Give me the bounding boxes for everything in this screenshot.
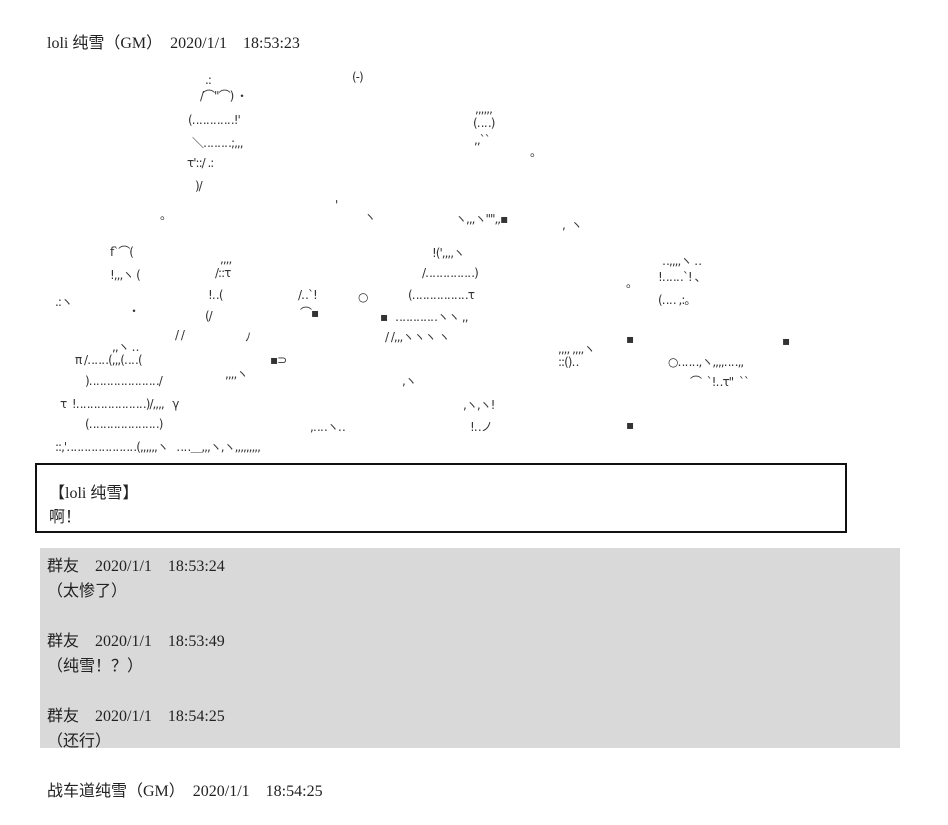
- art-fragment: /⌒"⌒) ・: [200, 89, 248, 103]
- art-fragment: ‥‥‥‥‥‥ヽヽ ,,: [395, 310, 469, 324]
- art-fragment: /‥‥‥‥‥‥‥): [422, 266, 479, 280]
- art-fragment: !,,,ヽ (: [110, 268, 141, 282]
- art-fragment: ,,,,ヽ: [225, 367, 248, 381]
- art-fragment: (‥‥ ,:。: [658, 293, 696, 307]
- art-fragment: ,,,,: [220, 252, 232, 266]
- art-fragment: ,,``: [474, 133, 491, 147]
- art-fragment: ::,'‥‥‥‥‥‥‥‥‥‥(,,,,,,ヽ ‥‥＿,,,ヽ,ヽ,,,,,,,,…: [55, 440, 261, 454]
- art-fragment: , ヽ: [562, 218, 582, 232]
- speaker-name: 【loli 纯雪】: [49, 485, 139, 502]
- post-header: loli 纯雪（GM） 2020/1/1 18:53:23: [47, 35, 300, 52]
- art-fragment: ヽ,,,ヽ"",,▪: [455, 212, 508, 226]
- art-fragment: ○: [358, 290, 369, 304]
- art-fragment: )‥‥‥‥‥‥‥‥‥‥/: [85, 374, 163, 388]
- art-fragment: 。: [160, 208, 172, 222]
- art-fragment: ,ヽ: [402, 374, 417, 388]
- comment-block: 群友 2020/1/1 18:53:24 （太惨了） 群友 2020/1/1 1…: [40, 548, 900, 750]
- speech-text: 啊！: [49, 509, 82, 526]
- art-fragment: .:: [205, 73, 212, 87]
- art-fragment: !‥ノ: [470, 420, 493, 434]
- art-fragment: ⌒▪: [300, 306, 319, 320]
- comment-text: （太惨了）: [47, 583, 128, 600]
- art-fragment: ,‥‥ヽ‥: [310, 420, 346, 434]
- art-fragment: ▪: [380, 310, 388, 324]
- comment-header: 群友 2020/1/1 18:53:24: [47, 558, 225, 575]
- art-fragment: f`⌒(: [110, 245, 134, 259]
- art-fragment: 。: [530, 145, 542, 159]
- art-fragment: τ !‥‥‥‥‥‥‥‥‥‥)/,,,, γ: [60, 397, 179, 411]
- art-fragment: ﾉ: [245, 330, 251, 344]
- art-fragment: 。: [626, 276, 638, 290]
- comment-header: 群友 2020/1/1 18:54:25: [47, 708, 225, 725]
- comment-text: （还行）: [47, 733, 112, 750]
- art-fragment: τ'::/ .:: [187, 156, 214, 170]
- art-fragment: ,,,, ,,,,ヽ: [558, 342, 595, 356]
- art-fragment: (‥‥‥‥‥‥‥‥τ: [408, 288, 475, 302]
- art-fragment: ▪: [782, 334, 790, 348]
- art-fragment: ⌒ `!‥τ" ``: [690, 375, 750, 389]
- art-fragment: ▪: [626, 418, 634, 432]
- art-fragment: !‥‥‥`! 、: [658, 270, 706, 284]
- art-fragment: !‥(: [208, 288, 223, 302]
- art-fragment: ▪: [626, 332, 634, 346]
- speech-box: 【loli 纯雪】 啊！: [35, 463, 847, 533]
- art-fragment: .:ヽ: [55, 295, 73, 309]
- art-fragment: ,,ヽ ‥: [112, 340, 139, 354]
- art-fragment: ': [335, 198, 338, 212]
- art-fragment: ,,,,,,: [475, 102, 493, 116]
- art-fragment: ヽ: [364, 210, 376, 224]
- art-fragment: ＼‥‥‥‥;,,,: [192, 136, 244, 150]
- art-fragment: ○‥‥‥,ヽ,,,,‥‥,,: [668, 355, 744, 369]
- art-fragment: ▪⊃: [270, 353, 287, 367]
- post-header: 战车道纯雪（GM） 2020/1/1 18:54:25: [47, 783, 323, 800]
- comment-text: （纯雪！？）: [47, 658, 144, 675]
- art-fragment: (/: [205, 309, 213, 323]
- art-fragment: ‥,,,,ヽ ‥: [662, 254, 702, 268]
- ascii-art: .: /⌒"⌒) ・ (‥‥‥‥‥‥!' ＼‥‥‥‥;,,, τ'::/ .: …: [55, 70, 790, 454]
- comment-header: 群友 2020/1/1 18:53:49: [47, 633, 225, 650]
- art-fragment: /::τ: [215, 266, 231, 280]
- art-fragment: (‥‥‥‥‥‥‥‥‥‥): [85, 417, 163, 431]
- art-fragment: / /: [175, 328, 185, 342]
- art-fragment: ・: [128, 304, 140, 318]
- art-fragment: / /,,,ヽヽヽ ヽ: [385, 330, 450, 344]
- art-fragment: )/: [195, 179, 203, 193]
- art-fragment: ,ヽ,ヽ!: [463, 398, 495, 412]
- art-fragment: (‥‥‥‥‥‥!': [188, 113, 241, 127]
- art-fragment: (‥‥): [473, 116, 495, 130]
- art-fragment: π /‥‥‥(,,,(‥‥(: [75, 353, 143, 367]
- art-fragment: (-): [352, 70, 364, 84]
- art-fragment: !(',,,,ヽ: [432, 246, 465, 260]
- art-fragment: /‥`!: [298, 288, 318, 302]
- art-fragment: ::()‥: [558, 355, 579, 369]
